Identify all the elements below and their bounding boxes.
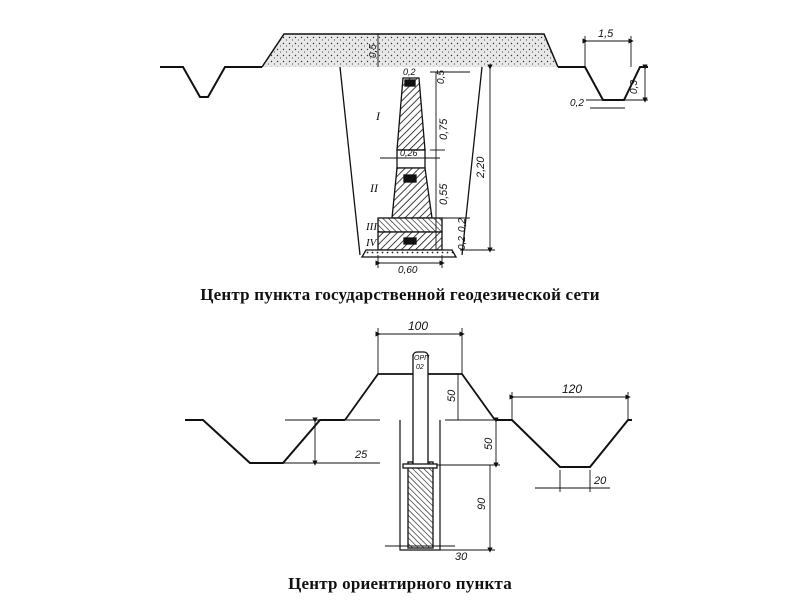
top-slab-1: 0,2 — [457, 218, 468, 232]
top-section-2: II — [369, 181, 379, 195]
top-mound — [261, 33, 559, 68]
bottom-concrete — [407, 461, 434, 549]
top-mid-width: 0,26 — [400, 148, 418, 158]
top-labels: 1,5 0,3 0,2 0,5 0,2 0,5 0,75 0,26 0,55 2… — [365, 28, 640, 276]
top-gap-right: 0,5 — [436, 70, 447, 84]
bottom-base-width: 30 — [455, 551, 468, 563]
top-slab-2: 0,2 — [457, 236, 468, 250]
top-pillar-upper-dim: 0,75 — [438, 118, 450, 140]
top-section-1: I — [375, 109, 381, 123]
bottom-ground-right — [495, 419, 632, 468]
top-section-3: III — [365, 221, 378, 233]
top-ground-left — [160, 66, 262, 98]
bottom-pit-depth-lower: 90 — [476, 497, 488, 510]
top-slab-3 — [377, 217, 443, 233]
top-pillar-upper — [396, 77, 426, 151]
top-pit-walls — [339, 66, 483, 256]
top-diagram — [160, 33, 648, 268]
bottom-caption: Центр ориентирного пункта — [288, 574, 512, 593]
bottom-pit-depth-upper: 50 — [483, 437, 495, 450]
top-ditch-width: 1,5 — [598, 28, 614, 40]
bottom-ditch-bottom: 20 — [593, 475, 607, 487]
bottom-marker-number: 02 — [416, 364, 424, 371]
bottom-diagram — [185, 328, 632, 553]
top-caption: Центр пункта государственной геодезическ… — [200, 285, 600, 304]
top-total-depth: 2,20 — [475, 156, 487, 179]
top-section-4: IV — [365, 237, 378, 249]
top-mound-height: 0,5 — [368, 44, 379, 58]
bottom-mound-top-width: 100 — [408, 319, 428, 333]
top-base-gravel — [360, 249, 458, 258]
bottom-pit — [399, 420, 441, 551]
bottom-ditch-width: 120 — [562, 382, 582, 396]
top-pillar-lower-dim: 0,55 — [438, 183, 450, 205]
bottom-marker-label: ОРП — [414, 355, 430, 362]
bottom-mound-height: 50 — [446, 389, 458, 402]
top-base-width: 0,60 — [398, 265, 418, 276]
bottom-labels: ОРП 02 100 50 120 25 50 90 20 30 — [354, 319, 607, 563]
bottom-ditch-depth-left: 25 — [354, 449, 368, 461]
top-gap: 0,2 — [403, 67, 416, 77]
top-ditch-depth: 0,3 — [629, 80, 640, 94]
bottom-ground-left — [185, 419, 345, 464]
top-ditch-bottom: 0,2 — [570, 98, 584, 109]
